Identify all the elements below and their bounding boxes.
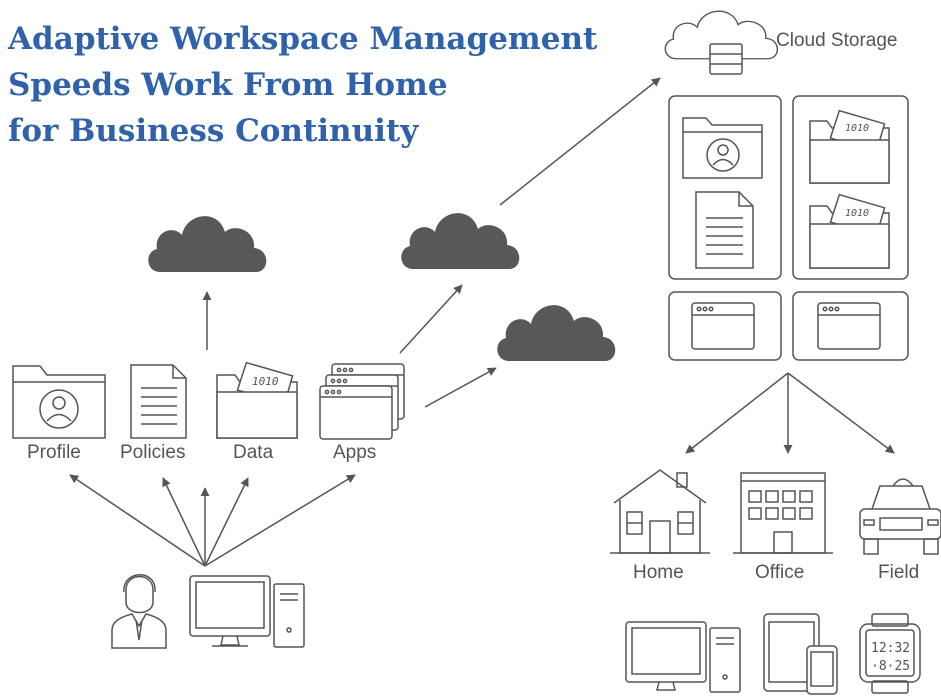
office-building-icon [733,472,833,554]
apps-label: Apps [333,442,377,463]
title-line-3: for Business Continuity [8,113,419,149]
arrow-to-field [787,372,895,454]
storage-app-window-icon-left [691,302,755,350]
arrow-to-cloud-3 [424,367,497,408]
cloud-storage-icon [664,10,779,75]
home-label: Home [633,562,684,583]
data-folder-icon: 1010 [216,361,298,439]
arrows [69,77,895,567]
storage-panel-app-right [792,291,909,361]
svg-text:1010: 1010 [252,375,279,388]
office-label: Office [755,562,805,583]
title-line-2: Speeds Work From Home [8,67,448,103]
home-icon [610,469,710,554]
device-desktop-icon [625,621,741,693]
storage-data-folder-icon-2: 1010 [809,193,890,269]
field-label: Field [878,562,920,583]
storage-panels [668,95,909,361]
arrow-to-policies-a [162,477,206,567]
user-avatar-icon [111,574,167,649]
policies-label: Policies [120,442,186,463]
title-line-1: Adaptive Workspace Management [8,21,598,57]
policies-document-icon [130,364,187,439]
page-title: Adaptive Workspace Management Speeds Wor… [8,16,597,154]
cloud-storage-label: Cloud Storage [776,30,898,51]
cloud-icon-3 [497,305,616,361]
arrow-to-apps [204,474,356,567]
arrow-to-storage [499,77,661,206]
car-icon [859,478,941,555]
cloud-icon-2 [401,213,520,269]
data-label: Data [233,442,274,463]
storage-document-icon [695,191,754,269]
smartwatch-icon: 12:32 ·8·25 [859,613,921,694]
svg-text:12:32: 12:32 [871,641,910,656]
tablet-phone-icon [763,613,838,695]
arrow-to-data [204,477,249,567]
desktop-computer-icon [189,575,305,648]
storage-data-folder-icon-1: 1010 [809,109,890,184]
svg-text:1010: 1010 [845,123,869,134]
storage-profile-folder-icon [682,117,763,179]
arrow-to-profile [69,474,206,567]
arrow-to-home [685,372,789,454]
apps-windows-icon [319,363,405,440]
storage-panel-app-left [668,291,782,361]
svg-text:·8·25: ·8·25 [871,659,910,674]
cloud-icon-1 [148,216,267,272]
profile-label: Profile [27,442,81,463]
svg-text:1010: 1010 [845,208,869,219]
storage-panel-right [792,95,909,280]
profile-folder-icon [12,365,106,439]
storage-panel-left [668,95,782,280]
arrow-to-cloud-2 [399,284,463,354]
storage-app-window-icon-right [817,302,881,350]
